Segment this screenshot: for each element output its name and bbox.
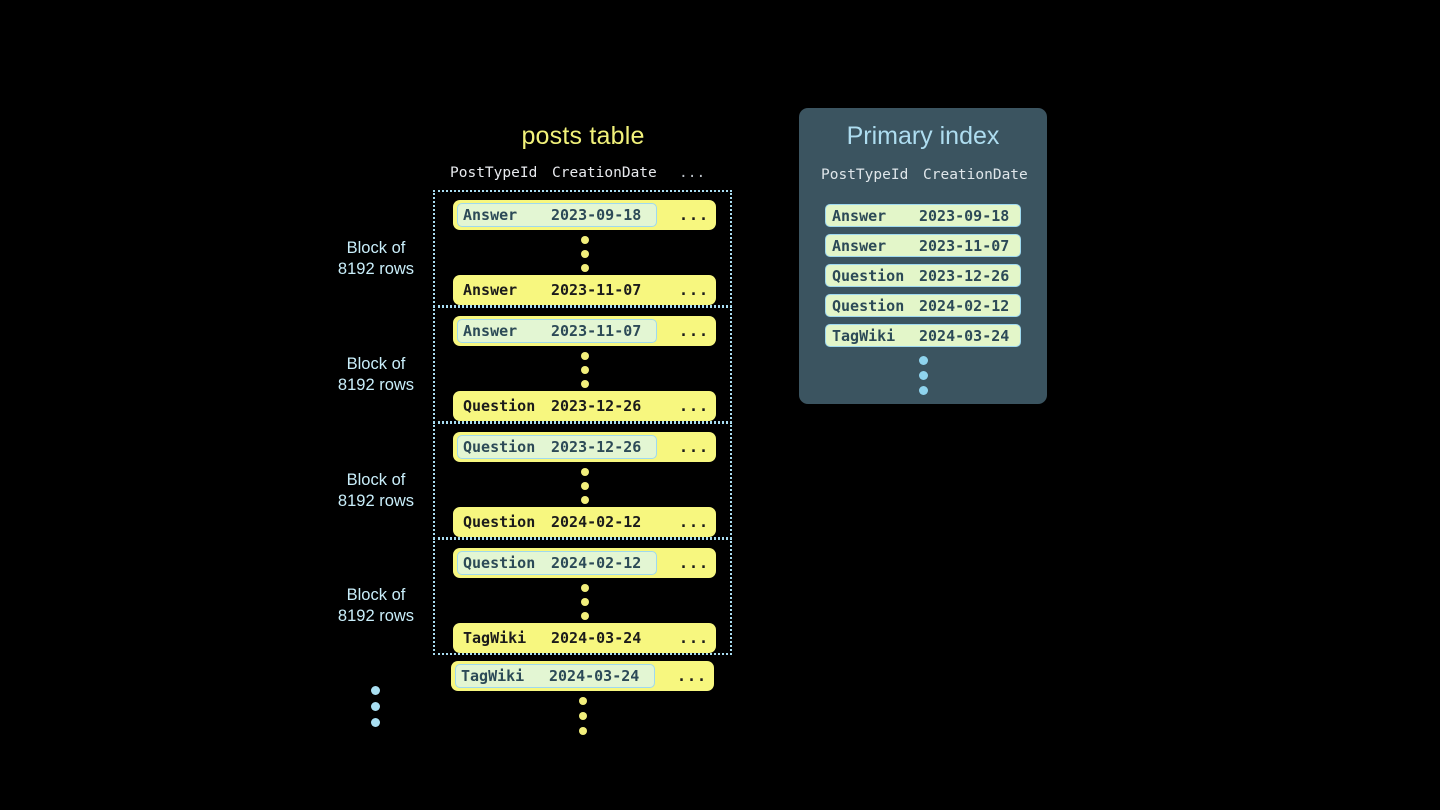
block-label-line1: Block of — [346, 239, 406, 257]
cell-creationdate: 2023-12-26 — [551, 438, 642, 456]
row-highlight-box — [457, 435, 657, 459]
cell-creationdate: 2023-11-07 — [919, 237, 1010, 255]
cell-creationdate: 2023-12-26 — [919, 267, 1010, 285]
cell-posttypeid: Question — [463, 438, 536, 456]
cell-creationdate: 2024-03-24 — [551, 629, 642, 647]
index-row: TagWiki 2024-03-24 — [825, 324, 1021, 347]
cell-posttypeid: Answer — [463, 322, 518, 340]
index-row: Answer 2023-11-07 — [825, 234, 1021, 257]
cell-rest: ... — [679, 206, 710, 224]
cell-creationdate: 2024-02-12 — [919, 297, 1010, 315]
cell-creationdate: 2023-12-26 — [551, 397, 642, 415]
posts-table-column-headers: PostTypeId CreationDate ... — [433, 165, 733, 185]
row-highlight-box — [455, 664, 655, 688]
cell-posttypeid: Question — [463, 513, 536, 531]
table-row: Question 2023-12-26 ... — [453, 391, 716, 421]
cell-posttypeid: Answer — [463, 281, 518, 299]
cell-creationdate: 2024-03-24 — [549, 667, 640, 685]
table-row: Question 2023-12-26 ... — [453, 432, 716, 462]
cell-creationdate: 2024-03-24 — [919, 327, 1010, 345]
block-label-line2: 8192 rows — [337, 607, 415, 625]
index-row: Question 2024-02-12 — [825, 294, 1021, 317]
block-label-line2: 8192 rows — [337, 376, 415, 394]
table-row-trailing: TagWiki 2024-03-24 ... — [451, 661, 714, 691]
row-highlight-box — [457, 551, 657, 575]
block-label-3: Block of 8192 rows — [301, 470, 451, 512]
index-continuation-dots — [799, 356, 1047, 395]
cell-rest: ... — [679, 554, 710, 572]
primary-index-title: Primary index — [846, 122, 1000, 150]
cell-rest: ... — [679, 513, 710, 531]
row-continuation-dots — [435, 584, 734, 620]
block-continuation-dots — [371, 686, 380, 727]
block-3: Question 2023-12-26 ... Question 2024-02… — [433, 422, 732, 539]
table-row: TagWiki 2024-03-24 ... — [453, 623, 716, 653]
row-continuation-dots — [435, 468, 734, 504]
cell-creationdate: 2023-09-18 — [551, 206, 642, 224]
block-2: Answer 2023-11-07 ... Question 2023-12-2… — [433, 306, 732, 423]
block-1: Answer 2023-09-18 ... Answer 2023-11-07 … — [433, 190, 732, 307]
block-label-4: Block of 8192 rows — [301, 585, 451, 627]
cell-posttypeid: Answer — [463, 206, 518, 224]
block-label-1: Block of 8192 rows — [301, 238, 451, 280]
cell-posttypeid: Question — [463, 554, 536, 572]
block-label-line1: Block of — [346, 471, 406, 489]
cell-posttypeid: TagWiki — [832, 327, 896, 345]
block-label-line2: 8192 rows — [337, 260, 415, 278]
cell-rest: ... — [679, 629, 710, 647]
cell-rest: ... — [679, 397, 710, 415]
row-highlight-box — [457, 319, 657, 343]
row-continuation-dots — [435, 352, 734, 388]
table-row: Question 2024-02-12 ... — [453, 548, 716, 578]
row-highlight-box — [457, 203, 657, 227]
cell-posttypeid: TagWiki — [463, 629, 527, 647]
row-continuation-dots — [435, 236, 734, 272]
cell-creationdate: 2024-02-12 — [551, 554, 642, 572]
cell-creationdate: 2024-02-12 — [551, 513, 642, 531]
column-header-posttypeid: PostTypeId — [450, 165, 538, 181]
table-continuation-dots — [433, 697, 732, 735]
cell-rest: ... — [679, 438, 710, 456]
block-4: Question 2024-02-12 ... TagWiki 2024-03-… — [433, 538, 732, 655]
posts-table-title: posts table — [521, 122, 645, 150]
table-row: Question 2024-02-12 ... — [453, 507, 716, 537]
cell-rest: ... — [679, 322, 710, 340]
cell-posttypeid: Question — [463, 397, 536, 415]
cell-creationdate: 2023-11-07 — [551, 281, 642, 299]
cell-posttypeid: Question — [832, 297, 905, 315]
cell-posttypeid: Answer — [832, 207, 887, 225]
table-row: Answer 2023-11-07 ... — [453, 316, 716, 346]
table-row: Answer 2023-11-07 ... — [453, 275, 716, 305]
column-header-posttypeid: PostTypeId — [821, 167, 909, 183]
primary-index-column-headers: PostTypeId CreationDate — [799, 167, 1047, 187]
table-row: Answer 2023-09-18 ... — [453, 200, 716, 230]
block-label-line2: 8192 rows — [337, 492, 415, 510]
cell-posttypeid: TagWiki — [461, 667, 525, 685]
cell-creationdate: 2023-09-18 — [919, 207, 1010, 225]
block-label-line1: Block of — [346, 586, 406, 604]
cell-rest: ... — [677, 667, 708, 685]
primary-index-panel: Primary index PostTypeId CreationDate An… — [799, 108, 1047, 404]
index-row: Answer 2023-09-18 — [825, 204, 1021, 227]
column-header-creationdate: CreationDate — [552, 165, 657, 181]
index-row: Question 2023-12-26 — [825, 264, 1021, 287]
cell-posttypeid: Question — [832, 267, 905, 285]
column-header-creationdate: CreationDate — [923, 167, 1028, 183]
cell-posttypeid: Answer — [832, 237, 887, 255]
block-label-2: Block of 8192 rows — [301, 354, 451, 396]
cell-rest: ... — [679, 281, 710, 299]
block-label-line1: Block of — [346, 355, 406, 373]
column-header-ellipsis: ... — [679, 165, 706, 181]
cell-creationdate: 2023-11-07 — [551, 322, 642, 340]
